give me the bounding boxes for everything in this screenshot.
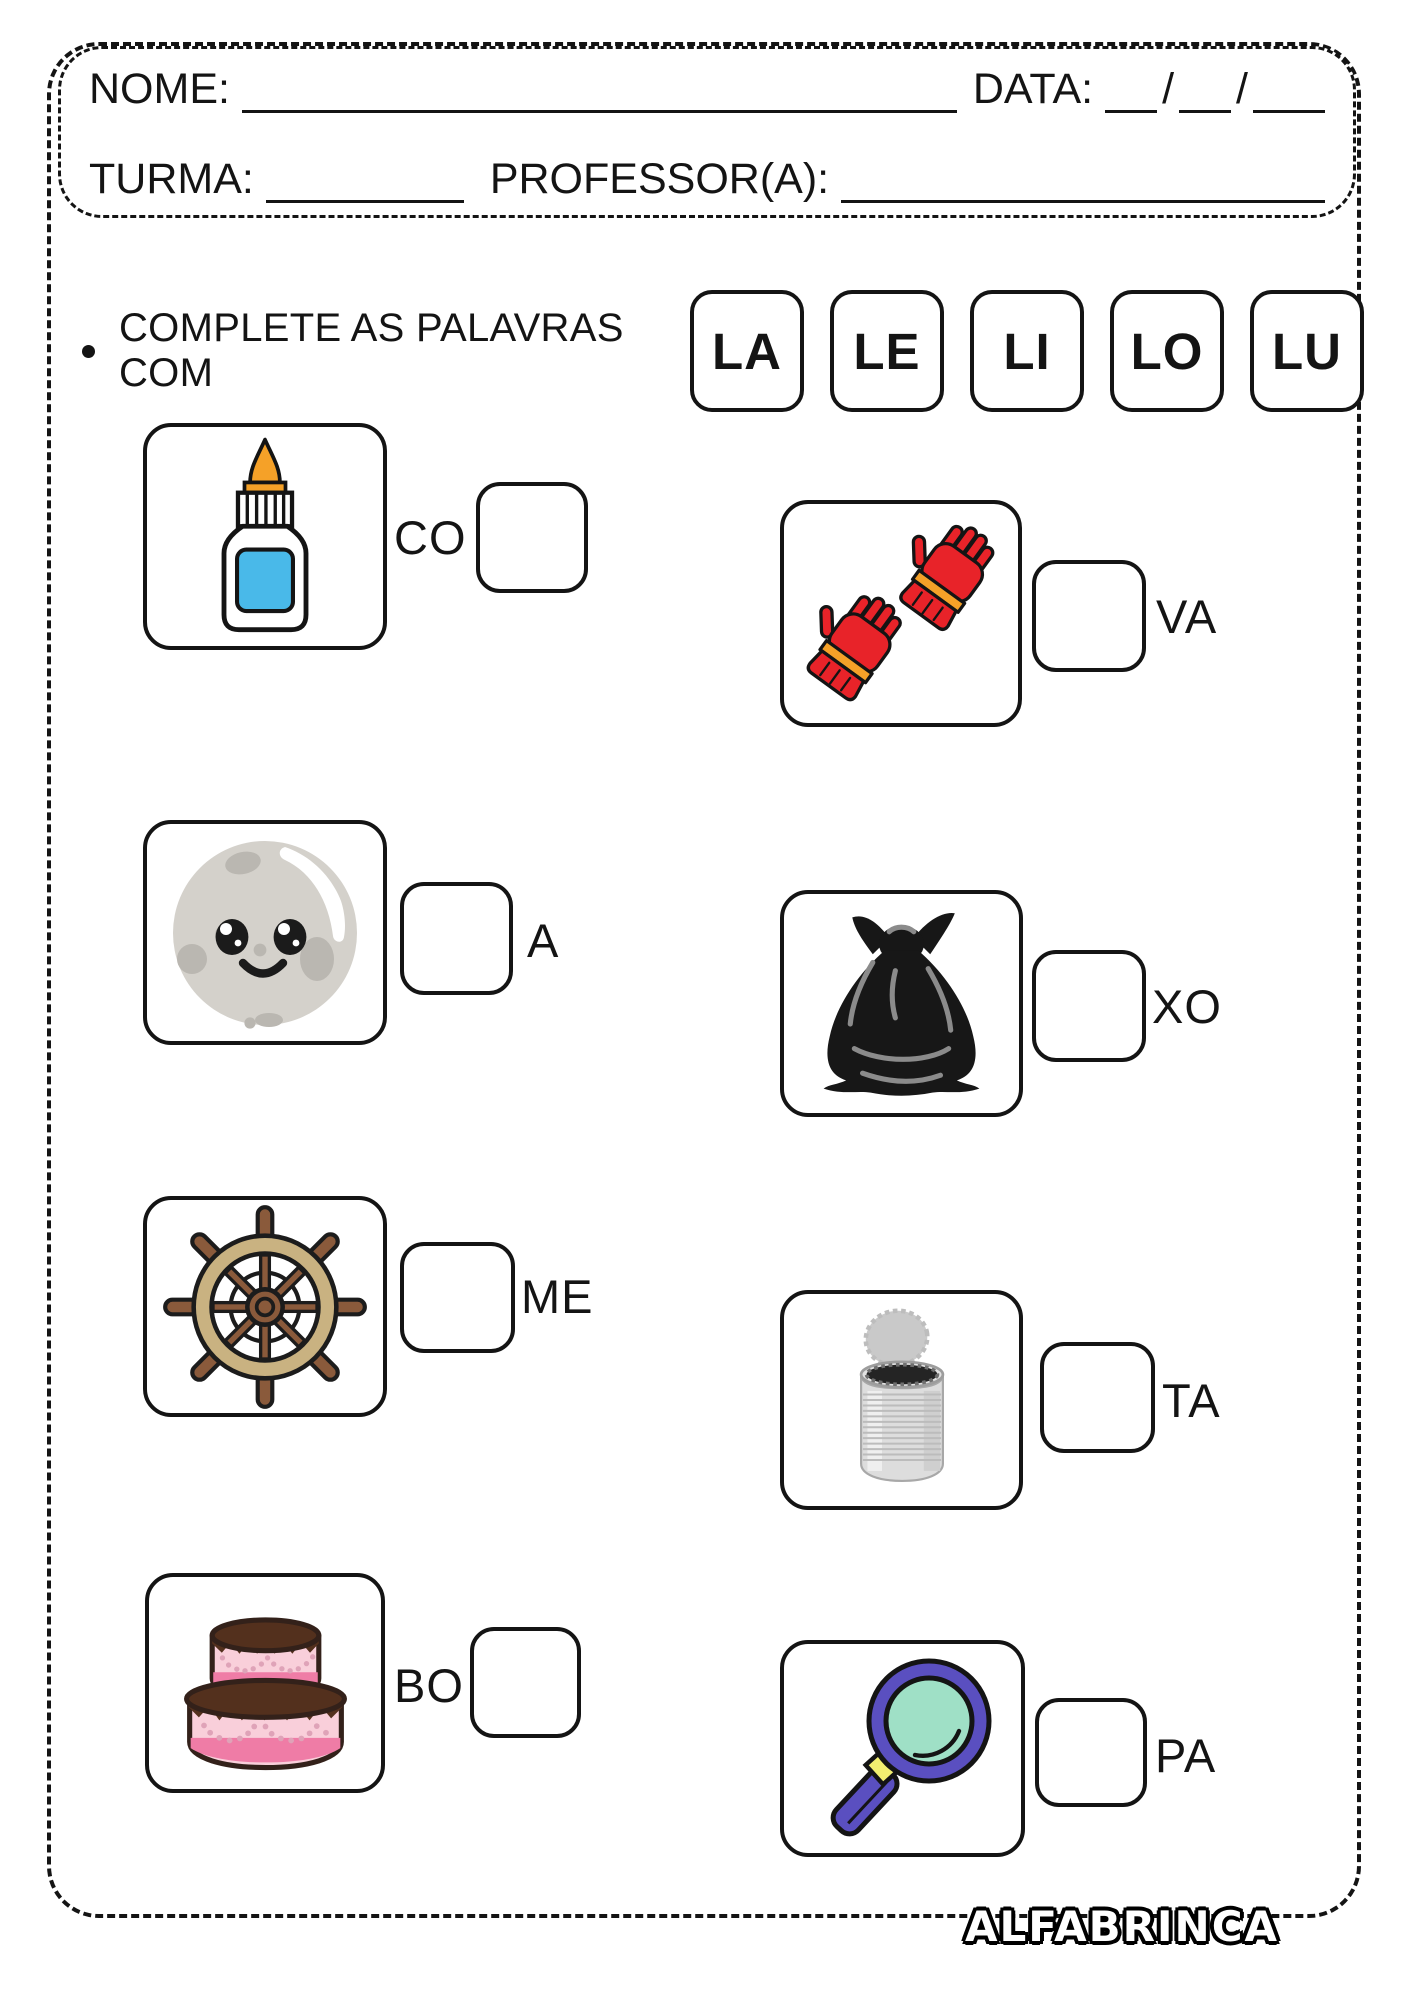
instruction-row: COMPLETE AS PALAVRAS COM LA LE LI LO LU — [82, 290, 1364, 412]
magnifying-glass-icon — [830, 1658, 991, 1836]
answer-box-cake[interactable] — [470, 1627, 581, 1738]
picture-card-moon — [143, 820, 387, 1045]
picture-card-wheel — [143, 1196, 387, 1417]
answer-box-magnifier[interactable] — [1035, 1698, 1147, 1807]
date-separator: / — [1162, 65, 1175, 113]
ship-wheel-icon — [163, 1204, 367, 1409]
answer-box-can[interactable] — [1040, 1342, 1155, 1453]
syllable-tiles: LA LE LI LO LU — [690, 290, 1364, 412]
answer-box-wheel[interactable] — [400, 1242, 515, 1353]
trash-bag-icon — [823, 913, 980, 1096]
glue-bottle-icon — [221, 437, 309, 633]
bullet-dot — [82, 344, 95, 358]
date-separator: / — [1236, 65, 1248, 113]
tin-can-icon — [859, 1308, 944, 1483]
picture-card-trash — [780, 890, 1023, 1117]
syllable-tile-lu[interactable]: LU — [1250, 290, 1364, 412]
name-blank[interactable] — [241, 67, 957, 114]
date-label: DATA: — [972, 65, 1094, 113]
word-fragment-label: A — [527, 914, 560, 967]
syllable-tile-le[interactable]: LE — [830, 290, 944, 412]
answer-box-glue[interactable] — [476, 482, 588, 593]
word-fragment-label: PA — [1155, 1729, 1217, 1782]
gloves-icon — [798, 516, 1004, 704]
class-blank[interactable] — [265, 157, 464, 203]
word-fragment-label: ME — [521, 1270, 594, 1323]
word-fragment-label: BO — [394, 1659, 464, 1712]
page-border — [47, 42, 1361, 1918]
answer-box-trash[interactable] — [1032, 950, 1146, 1062]
header-row-class-teacher: TURMA: PROFESSOR(A): — [89, 155, 1325, 203]
teacher-blank[interactable] — [841, 157, 1325, 203]
word-fragment-label: TA — [1162, 1374, 1221, 1427]
teacher-label: PROFESSOR(A): — [489, 154, 830, 203]
header-box: NOME: DATA: / / TURMA: PROFESSOR(A): — [58, 46, 1356, 218]
cake-icon — [183, 1616, 347, 1770]
answer-box-moon[interactable] — [400, 882, 513, 995]
date-month-blank[interactable] — [1179, 67, 1232, 114]
word-fragment-label: CO — [394, 511, 467, 564]
word-fragment-label: VA — [1156, 590, 1218, 643]
class-label: TURMA: — [89, 154, 254, 203]
brand-logo: ALFABRINCA — [964, 1902, 1280, 1951]
header-row-name-date: NOME: DATA: / / — [89, 65, 1325, 114]
date-year-blank[interactable] — [1253, 67, 1325, 114]
picture-card-gloves — [780, 500, 1022, 727]
syllable-tile-li[interactable]: LI — [970, 290, 1084, 412]
picture-card-cake — [145, 1573, 385, 1793]
name-label: NOME: — [89, 65, 230, 113]
picture-card-can — [780, 1290, 1023, 1510]
date-day-blank[interactable] — [1105, 67, 1158, 114]
instruction-text: COMPLETE AS PALAVRAS COM — [119, 306, 624, 395]
moon-icon — [173, 840, 357, 1029]
syllable-tile-lo[interactable]: LO — [1110, 290, 1224, 412]
picture-card-magnifier — [780, 1640, 1025, 1857]
syllable-tile-la[interactable]: LA — [690, 290, 804, 412]
word-fragment-label: XO — [1152, 980, 1222, 1033]
answer-box-gloves[interactable] — [1032, 560, 1146, 672]
picture-card-glue — [143, 423, 387, 650]
